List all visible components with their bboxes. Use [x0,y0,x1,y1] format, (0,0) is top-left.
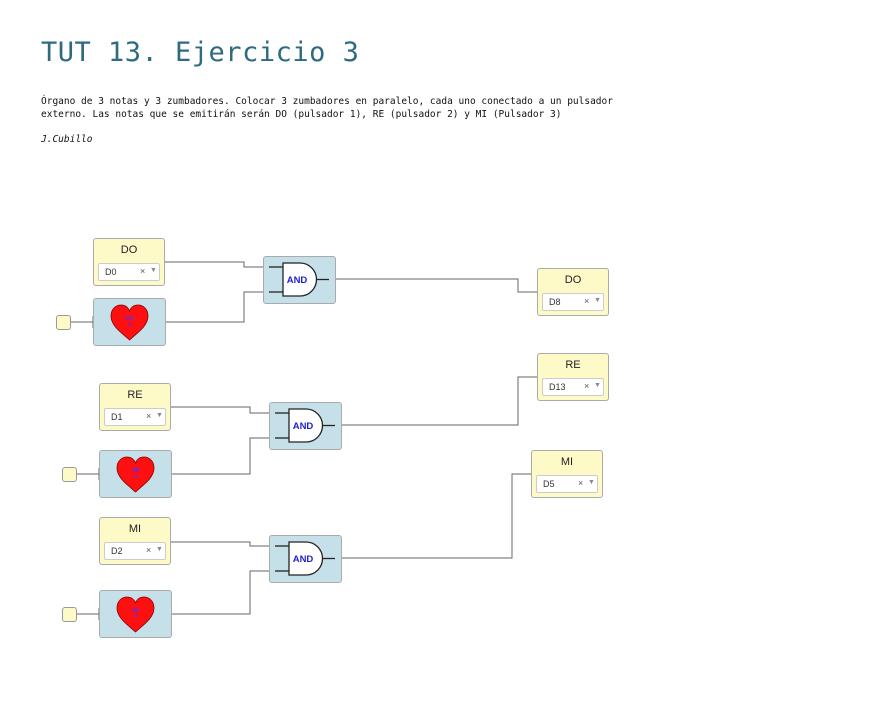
heart-icon: DO 4 [110,304,149,341]
page-title: TUT 13. Ejercicio 3 [41,37,360,68]
description-line-1: Órgano de 3 notas y 3 zumbadores. Coloca… [41,96,613,107]
pin-value: D13 [549,382,566,392]
input-block-mi[interactable]: MI D2 × ▼ [99,517,171,565]
pin-dropdown[interactable]: D2 × ▼ [104,542,166,560]
wire-and1-to-do-out [335,278,537,293]
buzzer-number-label: 4 [128,322,132,328]
clear-icon[interactable]: × [146,545,152,555]
chevron-down-icon[interactable]: ▼ [588,479,595,486]
pin-value: D0 [105,267,117,277]
pin-dropdown[interactable]: D1 × ▼ [104,408,166,426]
and-gate-icon: AND [275,408,335,443]
chevron-down-icon[interactable]: ▼ [594,297,601,304]
pin-value: D2 [111,546,123,556]
button-3[interactable] [62,607,77,622]
button-2[interactable] [62,467,77,482]
description-line-2: externo. Las notas que se emitirán serán… [41,109,562,120]
buzzer-block-2[interactable]: RE 4 [99,450,172,498]
and-gate-icon: AND [275,541,335,576]
and-gate-icon: AND [269,262,329,297]
and-gate-2[interactable]: AND [269,402,342,450]
chevron-down-icon[interactable]: ▼ [150,267,157,274]
output-block-re[interactable]: RE D13 × ▼ [537,353,609,401]
chevron-down-icon[interactable]: ▼ [156,546,163,553]
wire-do-in-to-and1 [165,261,263,268]
output-block-mi[interactable]: MI D5 × ▼ [531,450,603,498]
buzzer-note-label: RE [131,468,139,474]
and-gate-1[interactable]: AND [263,256,336,304]
input-block-re[interactable]: RE D1 × ▼ [99,383,171,431]
wire-heart2-to-and2 [171,437,269,475]
chevron-down-icon[interactable]: ▼ [156,412,163,419]
buzzer-note-label: DO [125,316,134,322]
block-label: RE [565,359,581,371]
input-block-do[interactable]: DO D0 × ▼ [93,238,165,286]
buzzer-note-label: MI [132,608,139,614]
pin-value: D1 [111,412,123,422]
clear-icon[interactable]: × [584,381,590,391]
gate-label: AND [287,275,308,286]
buzzer-block-3[interactable]: MI 4 [99,590,172,638]
author: J.Cubillo [41,134,93,145]
output-block-do[interactable]: DO D8 × ▼ [537,268,609,316]
buzzer-block-1[interactable]: DO 4 [93,298,166,346]
block-label: MI [560,456,574,468]
wire-heart3-to-and3 [171,570,269,615]
wire-re-in-to-and2 [171,406,269,414]
clear-icon[interactable]: × [146,411,152,421]
wire-mi-in-to-and3 [171,541,269,547]
buzzer-number-label: 4 [134,614,138,620]
gate-label: AND [293,554,314,565]
and-gate-3[interactable]: AND [269,535,342,583]
page-description: Órgano de 3 notas y 3 zumbadores. Coloca… [41,95,681,121]
chevron-down-icon[interactable]: ▼ [594,382,601,389]
pin-value: D8 [549,297,561,307]
wire-heart1-to-and1 [165,291,263,323]
pin-dropdown[interactable]: D5 × ▼ [536,475,598,493]
pin-dropdown[interactable]: D13 × ▼ [542,378,604,396]
clear-icon[interactable]: × [578,478,584,488]
block-label: DO [564,274,582,286]
buzzer-number-label: 4 [134,474,138,480]
gate-label: AND [293,421,314,432]
button-1[interactable] [56,315,71,330]
wire-and3-to-mi-out [341,473,531,559]
heart-icon: MI 4 [116,596,155,633]
block-label: DO [120,244,138,256]
pin-dropdown[interactable]: D8 × ▼ [542,293,604,311]
clear-icon[interactable]: × [584,296,590,306]
clear-icon[interactable]: × [140,266,146,276]
pin-value: D5 [543,479,555,489]
pin-dropdown[interactable]: D0 × ▼ [98,263,160,281]
wire-and2-to-re-out [341,376,537,426]
block-label: MI [128,523,142,535]
block-label: RE [127,389,143,401]
heart-icon: RE 4 [116,456,155,493]
